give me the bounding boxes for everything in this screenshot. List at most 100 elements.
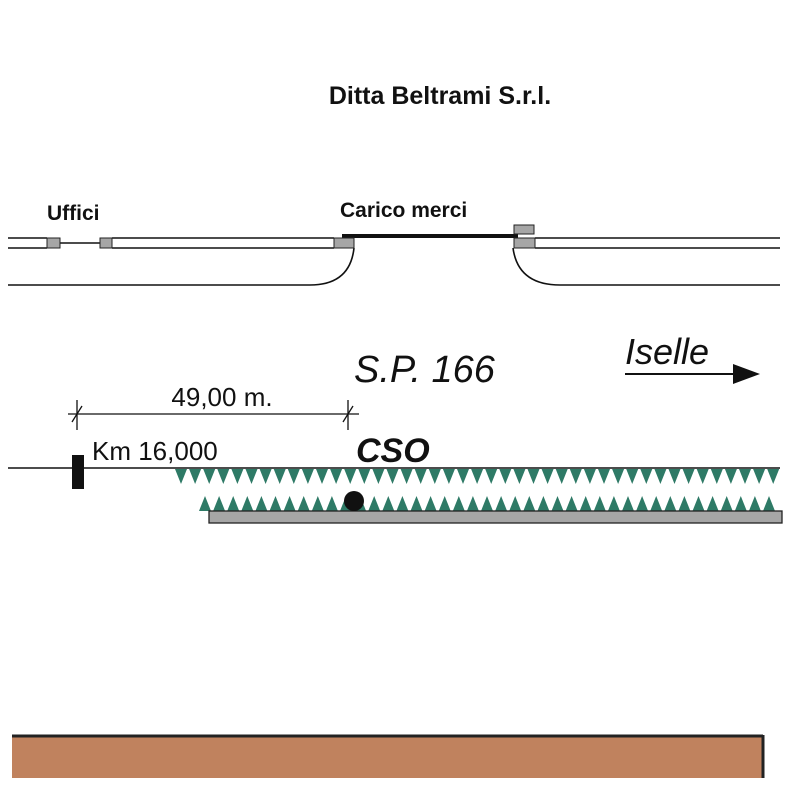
vegetation-tooth — [368, 496, 381, 511]
vegetation-tooth — [513, 469, 526, 484]
vegetation-tooth — [424, 496, 437, 511]
vegetation-tooth — [650, 496, 663, 511]
post-1 — [46, 237, 61, 249]
vegetation-tooth — [217, 469, 230, 484]
vegetation-tooth — [199, 496, 211, 511]
vegetation-tooth — [442, 469, 455, 484]
vegetation-tooth — [664, 496, 677, 511]
offices-label: Uffici — [47, 202, 100, 225]
post-3 — [333, 237, 355, 249]
vegetation-tooth — [763, 496, 775, 511]
vegetation-tooth — [438, 496, 451, 511]
vegetation-tooth — [297, 496, 310, 511]
vegetation-tooth — [551, 496, 564, 511]
vegetation-tooth — [269, 496, 282, 511]
ground-strip — [12, 736, 763, 778]
vegetation-tooth — [259, 469, 272, 484]
vegetation-tooth — [720, 496, 733, 511]
vegetation-tooth — [311, 496, 324, 511]
vegetation-tooth — [682, 469, 695, 484]
vegetation-tooth — [301, 469, 314, 484]
platform — [208, 510, 783, 524]
vegetation-tooth — [626, 469, 639, 484]
vegetation-tooth — [565, 496, 578, 511]
vegetation-tooth — [273, 469, 286, 484]
vegetation-tooth — [753, 469, 766, 484]
vegetation-tooth — [287, 469, 300, 484]
distance-label: 49,00 m. — [171, 382, 272, 412]
vegetation-tooth — [245, 469, 258, 484]
vegetation-tooth — [231, 469, 244, 484]
vegetation-tooth — [748, 496, 761, 511]
vegetation-tooth — [495, 496, 508, 511]
vegetation-tooth — [555, 469, 568, 484]
vegetation-tooth — [400, 469, 413, 484]
vegetation-tooth — [640, 469, 653, 484]
vegetation-tooth — [481, 496, 493, 511]
gate-posts — [46, 224, 536, 249]
vegetation-tooth — [579, 496, 592, 511]
vegetation-row-top — [175, 469, 780, 484]
vegetation-tooth — [457, 469, 469, 484]
vegetation-tooth — [414, 469, 427, 484]
vegetation-tooth — [466, 496, 479, 511]
km-marker-label: Km 16,000 — [92, 436, 218, 466]
vegetation-tooth — [227, 496, 240, 511]
vegetation-tooth — [330, 469, 343, 484]
vegetation-tooth — [678, 496, 691, 511]
vegetation-tooth — [654, 469, 667, 484]
vegetation-tooth — [612, 469, 625, 484]
vegetation-tooth — [537, 496, 550, 511]
vegetation-tooth — [593, 496, 606, 511]
distance-dimension — [68, 400, 359, 430]
vegetation-tooth — [386, 469, 399, 484]
vegetation-tooth — [636, 496, 649, 511]
vegetation-tooth — [569, 469, 582, 484]
vegetation-tooth — [325, 496, 338, 511]
vegetation-tooth — [668, 469, 681, 484]
vegetation-tooth — [452, 496, 465, 511]
vegetation-tooth — [692, 496, 705, 511]
road-label: S.P. 166 — [354, 349, 496, 391]
vegetation-tooth — [622, 496, 634, 511]
cso-point-marker — [344, 491, 364, 511]
vegetation-tooth — [734, 496, 747, 511]
vegetation-tooth — [428, 469, 441, 484]
vegetation-tooth — [175, 469, 187, 484]
vegetation-tooth — [710, 469, 723, 484]
vegetation-tooth — [767, 469, 780, 484]
vegetation-tooth — [189, 469, 202, 484]
vegetation-tooth — [499, 469, 512, 484]
vegetation-tooth — [213, 496, 226, 511]
vegetation-tooth — [203, 469, 216, 484]
vegetation-tooth — [527, 469, 540, 484]
vegetation-row-bottom — [199, 496, 775, 511]
vegetation-tooth — [241, 496, 254, 511]
vegetation-tooth — [358, 469, 371, 484]
vegetation-tooth — [344, 469, 357, 484]
siding-lines — [8, 234, 780, 286]
vegetation-tooth — [598, 469, 610, 484]
vegetation-tooth — [706, 496, 719, 511]
vegetation-tooth — [696, 469, 709, 484]
vegetation-tooth — [471, 469, 484, 484]
company-title: Ditta Beltrami S.r.l. — [329, 82, 551, 110]
vegetation-tooth — [372, 469, 385, 484]
vegetation-tooth — [283, 496, 296, 511]
vegetation-tooth — [607, 496, 620, 511]
post-5 — [513, 224, 535, 235]
vegetation-tooth — [509, 496, 522, 511]
loading-label: Carico merci — [340, 199, 467, 222]
vegetation-tooth — [523, 496, 536, 511]
post-2 — [99, 237, 113, 249]
vegetation-tooth — [724, 469, 737, 484]
cso-label: CSO — [356, 432, 430, 470]
vegetation-tooth — [382, 496, 395, 511]
vegetation-tooth — [316, 469, 328, 484]
km-post — [72, 455, 84, 489]
post-4 — [513, 237, 536, 249]
vegetation-tooth — [583, 469, 596, 484]
vegetation-tooth — [396, 496, 409, 511]
